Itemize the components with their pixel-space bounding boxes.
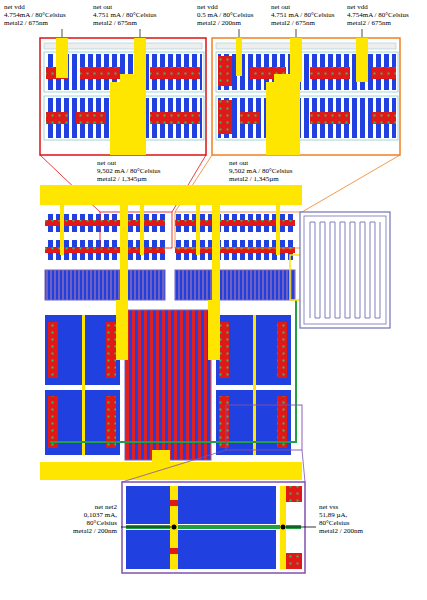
net-annotation: metal2 / 200nm — [196, 19, 242, 27]
net-annotation: 0.5 mA / 80°Celsius — [196, 11, 254, 19]
net-annotation: metal2 / 675nm — [92, 19, 138, 27]
net-annotation: 80°Celsius — [86, 519, 118, 527]
net-annotation: 9,502 mA / 80°Celsius — [96, 167, 161, 175]
net-annotation: 4.754mA / 80°Celsius — [346, 11, 410, 19]
net-annotation: net out — [92, 3, 113, 11]
net-annotation: net net2 — [94, 503, 118, 511]
net-annotation: 4.751 mA / 80°Celsius — [270, 11, 335, 19]
net-annotation: net out — [228, 159, 249, 167]
net-annotation: metal2 / 1,345µm — [228, 175, 280, 183]
net-annotation: 51,89 µA, — [318, 511, 348, 519]
net-annotation: metal2 / 675nm — [3, 19, 49, 27]
net-annotation: 4.751 mA / 80°Celsius — [92, 11, 157, 19]
net-annotation: metal2 / 200nm — [318, 527, 364, 535]
net-annotation: metal2 / 200nm — [72, 527, 118, 535]
net-annotation: net vdd — [3, 3, 26, 11]
net-annotation: 80°Celsius — [318, 519, 350, 527]
net-annotation: net vss — [318, 503, 339, 511]
net-annotation: 9,502 mA / 80°Celsius — [228, 167, 293, 175]
net-annotation: 0,1037 mA, — [83, 511, 118, 519]
net-annotation: 4.754mA / 80°Celsius — [3, 11, 67, 19]
net-annotation: metal2 / 675nm — [270, 19, 316, 27]
net-annotation: net vdd — [196, 3, 219, 11]
net-annotation: net out — [96, 159, 117, 167]
net-annotation: net vdd — [346, 3, 369, 11]
net-annotation: net out — [270, 3, 291, 11]
net-annotation: metal2 / 1,345µm — [96, 175, 148, 183]
net-annotation: metal2 / 675nm — [346, 19, 392, 27]
